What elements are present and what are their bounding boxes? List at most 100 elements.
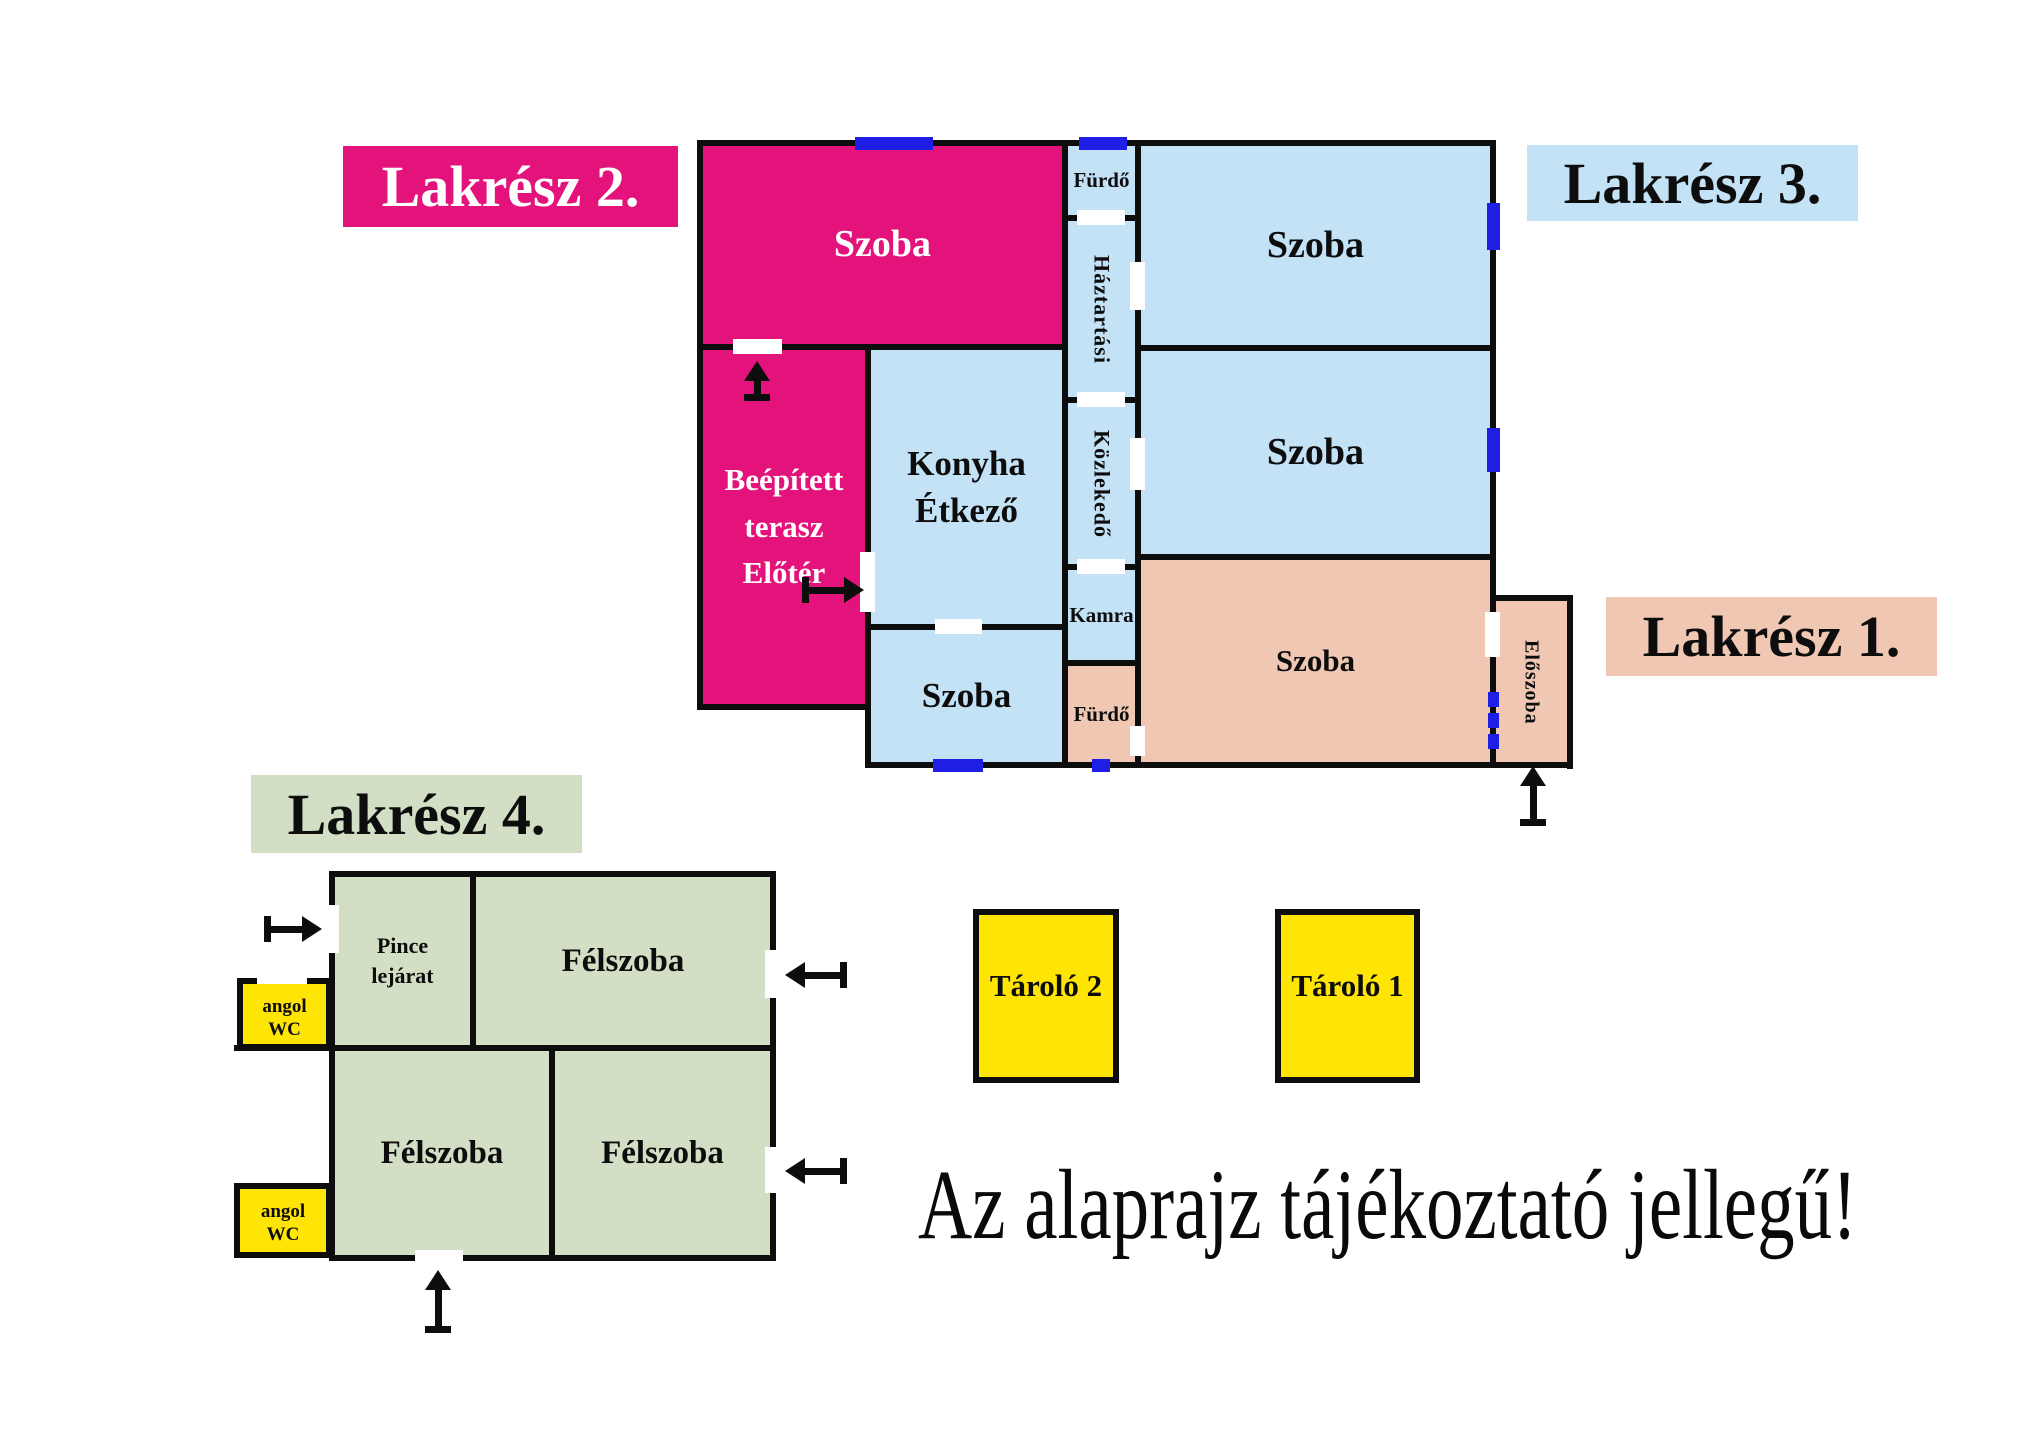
window-szoba-jobb-1 bbox=[1487, 203, 1500, 250]
box-tarolo-1-label: Tároló 1 bbox=[1291, 968, 1404, 1003]
arrow-terasz-konyha-bar bbox=[802, 577, 809, 603]
label-lakresz-2: Lakrész 2. bbox=[343, 146, 678, 227]
wall-eloszoba-jobb bbox=[1567, 595, 1573, 769]
door-wc1-teteje bbox=[257, 971, 307, 984]
room-szoba-jobb-felso: Szoba bbox=[1138, 143, 1493, 348]
arrow-eloszoba-bejarat-bar bbox=[1520, 819, 1546, 826]
arrow-felszoba-felso-be-shaft bbox=[801, 971, 840, 979]
room-szoba-jobb-kozep-label: Szoba bbox=[1266, 430, 1365, 473]
window-eloszoba-dash-3 bbox=[1488, 734, 1499, 749]
label-lakresz-1: Lakrész 1. bbox=[1606, 597, 1937, 676]
door-furdo-haztartasi bbox=[1077, 210, 1125, 225]
room-szoba-salmon-label: Szoba bbox=[1275, 643, 1356, 679]
door-pink-szoba-terasz bbox=[733, 339, 782, 354]
room-kozlekedo: Közlekedő bbox=[1065, 400, 1138, 567]
arrow-felszoba-jobb-be-shaft bbox=[801, 1167, 840, 1175]
arrow-zold-bal-bejarat-shaft bbox=[271, 925, 306, 933]
label-lakresz-2-text: Lakrész 2. bbox=[381, 154, 640, 219]
door-zold-alja bbox=[415, 1250, 463, 1265]
window-furdo-felso bbox=[1079, 137, 1127, 150]
box-tarolo-2: Tároló 2 bbox=[973, 909, 1119, 1083]
room-kamra: Kamra bbox=[1065, 567, 1138, 663]
wall-eloszoba-teteje bbox=[1490, 595, 1573, 601]
room-furdo-also: Fürdő bbox=[1065, 663, 1138, 765]
wall-felszoba-oszto bbox=[549, 1045, 555, 1261]
room-szoba-salmon: Szoba bbox=[1138, 557, 1493, 765]
box-tarolo-1: Tároló 1 bbox=[1275, 909, 1420, 1083]
room-felszoba-jobb-label: Félszoba bbox=[601, 1134, 724, 1171]
wall-main-bottom bbox=[865, 762, 1573, 768]
room-furdo-also-label: Fürdő bbox=[1073, 701, 1130, 726]
wall-zold-kozep bbox=[234, 1045, 776, 1051]
arrow-terasz-konyha-head bbox=[844, 577, 864, 603]
door-felszoba-jobb-jobb bbox=[765, 1147, 780, 1193]
room-szoba-konyha-alatt: Szoba bbox=[868, 627, 1065, 765]
window-eloszoba-dash-1 bbox=[1488, 692, 1499, 707]
window-eloszoba-dash-2 bbox=[1488, 713, 1499, 728]
arrow-felszoba-jobb-be bbox=[785, 1158, 847, 1184]
room-furdo-felso-label: Fürdő bbox=[1073, 168, 1130, 193]
arrow-felszoba-felso-be bbox=[785, 962, 847, 988]
door-kozlekedo-kamra bbox=[1077, 559, 1125, 574]
arrow-felszoba-felso-be-bar bbox=[840, 962, 847, 988]
room-szoba-pink-label: Szoba bbox=[833, 223, 932, 266]
wall-pince-jobb bbox=[470, 871, 476, 1051]
window-furdo-also bbox=[1092, 759, 1110, 772]
arrow-eloszoba-bejarat-shaft bbox=[1529, 782, 1537, 819]
wall-jobb-osztó bbox=[1135, 345, 1496, 351]
label-lakresz-4-text: Lakrész 4. bbox=[287, 781, 546, 847]
room-haztartasi: Háztartási bbox=[1065, 218, 1138, 400]
room-szoba-jobb-kozep: Szoba bbox=[1138, 348, 1493, 557]
arrow-zold-also-bejarat bbox=[425, 1270, 451, 1333]
arrow-felszoba-jobb-be-bar bbox=[840, 1158, 847, 1184]
arrow-zold-also-bejarat-head bbox=[425, 1270, 451, 1290]
arrow-zold-bal-bejarat-bar bbox=[264, 916, 271, 942]
room-szoba-pink: Szoba bbox=[700, 143, 1065, 347]
room-felszoba-felso-label: Félszoba bbox=[561, 942, 685, 979]
wall-terasz-alja bbox=[697, 704, 871, 710]
arrow-terasz-konyha-shaft bbox=[809, 586, 848, 594]
arrow-eloszoba-bejarat-head bbox=[1520, 766, 1546, 786]
disclaimer-text: Az alaprajz tájékoztató jellegű! bbox=[918, 1149, 1858, 1260]
room-felszoba-felso: Félszoba bbox=[473, 874, 773, 1048]
wall-zold-bal bbox=[329, 871, 335, 1261]
room-eloszoba: Előszoba bbox=[1493, 598, 1570, 766]
wall-zold-teteje bbox=[329, 871, 776, 877]
wall-salmon-teteje bbox=[1135, 554, 1496, 560]
room-felszoba-jobb: Félszoba bbox=[552, 1048, 773, 1258]
door-haztartasi-kozlekedo bbox=[1077, 392, 1125, 407]
arrow-felszoba-felso-be-head bbox=[785, 962, 805, 988]
arrow-terasz-konyha bbox=[802, 577, 864, 603]
label-lakresz-1-text: Lakrész 1. bbox=[1642, 604, 1901, 669]
arrow-felszoba-jobb-be-head bbox=[785, 1158, 805, 1184]
room-szoba-konyha-alatt-label: Szoba bbox=[921, 676, 1012, 716]
room-felszoba-bal-label: Félszoba bbox=[380, 1134, 504, 1171]
arrow-eloszoba-bejarat bbox=[1520, 766, 1546, 826]
door-furdo-szoba-salmon bbox=[1130, 726, 1145, 756]
arrow-terasz-bejarat bbox=[744, 361, 770, 401]
door-kozlekedo-szoba2 bbox=[1130, 438, 1145, 490]
room-szoba-jobb-felso-label: Szoba bbox=[1266, 223, 1365, 266]
window-pink-szoba bbox=[855, 137, 933, 150]
room-felszoba-bal: Félszoba bbox=[332, 1048, 552, 1258]
arrow-terasz-bejarat-bar bbox=[744, 394, 770, 401]
door-konyha-szoba bbox=[935, 619, 982, 634]
arrow-terasz-bejarat-head bbox=[744, 361, 770, 381]
label-lakresz-3: Lakrész 3. bbox=[1527, 145, 1858, 221]
wall-folyoso-bal bbox=[1062, 140, 1068, 768]
room-eloszoba-label: Előszoba bbox=[1520, 639, 1543, 725]
arrow-zold-also-bejarat-shaft bbox=[434, 1286, 442, 1326]
arrow-zold-also-bejarat-bar bbox=[425, 1326, 451, 1333]
room-haztartasi-label: Háztartási bbox=[1089, 254, 1115, 364]
door-kozlekedo-szoba1 bbox=[1130, 262, 1145, 310]
door-szoba-eloszoba bbox=[1485, 612, 1500, 657]
